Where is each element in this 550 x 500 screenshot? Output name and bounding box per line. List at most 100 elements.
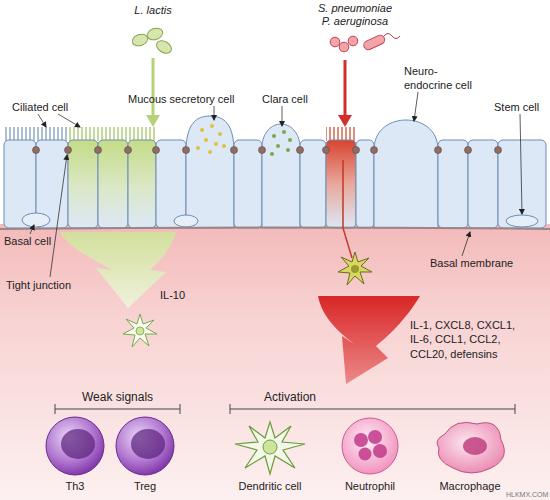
node-label: Macrophage [425, 480, 515, 493]
cilia-part [326, 127, 356, 141]
epithelial-cells-part [438, 140, 468, 228]
cilia-part [68, 127, 156, 141]
intraepithelial-dendritic-cell [338, 252, 372, 285]
entry-arrows-part [338, 115, 352, 127]
leader-lines-part [520, 114, 522, 214]
dendritic-cell-shape-part [263, 440, 277, 454]
cilia [4, 127, 356, 141]
dendritic-cell-shape-part [235, 422, 305, 474]
tight-junctions-part [65, 147, 72, 154]
macrophage-cell: Macrophage [425, 414, 515, 500]
tight-junctions-part [153, 147, 160, 154]
pathogen-group-shape-part-part [330, 37, 340, 47]
leader-lines-part [462, 232, 470, 256]
epithelial-cells-part [498, 140, 546, 228]
entry-arrows-part [152, 58, 155, 117]
tight-junctions-part [95, 147, 102, 154]
secretory-granules-part-part [286, 148, 290, 152]
tight-junctions-part [371, 147, 378, 154]
leader-lines-part [214, 106, 215, 120]
tolerance-arrow [60, 232, 176, 308]
epithelial-cells-part [262, 124, 300, 228]
neutrophil-cell-shape-part-part [368, 430, 382, 444]
submucosal-dendritic-cell-part [123, 314, 157, 347]
secretory-granules-part [270, 130, 292, 156]
leader-lines-part [58, 114, 80, 127]
structure-label: Tight junction [6, 278, 71, 292]
epithelial-cells-part [128, 140, 156, 228]
cytokine-list: IL-1, CXCL8, CXCL1, IL-6, CCL1, CCL2, CC… [410, 318, 528, 361]
dendritic-cell-shape [225, 414, 315, 478]
entry-arrows-part [146, 115, 160, 127]
entry-arrows-part [344, 60, 347, 117]
neutrophil-cell-shape [325, 414, 415, 478]
pathogen-group-shape-part [384, 34, 400, 39]
secretory-granules [196, 124, 292, 156]
leader-lines-part [30, 225, 34, 234]
dendritic-cell: Dendritic cell [225, 414, 315, 500]
secretory-granules-part-part [200, 128, 204, 132]
epithelial-cells-part [300, 140, 326, 228]
neutrophil-cell-shape-part-part [354, 433, 368, 447]
pathogen-group-shape [305, 30, 405, 58]
node-label: Dendritic cell [225, 480, 315, 493]
submucosa-tissue [0, 222, 550, 500]
watermark: HLKMX.COM [506, 490, 548, 499]
group-brackets-part [230, 404, 515, 414]
node-label: Neutrophil [325, 480, 415, 493]
epithelial-cells-part [506, 215, 538, 227]
bacterium-group-shape-part-part [131, 32, 150, 48]
tight-junctions-part [353, 147, 360, 154]
activation-arrow [318, 296, 420, 384]
cytokine-label: IL-10 [160, 288, 185, 302]
th3-cell-shape-part [61, 429, 95, 459]
intraepithelial-dendritic-cell-part [351, 265, 359, 273]
bacterium-group: L. lactis [108, 4, 198, 56]
th3-cell-shape [42, 414, 108, 478]
tight-junctions-part [125, 147, 132, 154]
bacterium-group-shape-part [131, 26, 174, 56]
leader-lines-part [414, 92, 418, 121]
node-label: Th3 [42, 480, 108, 493]
group-heading: Activation [240, 390, 340, 406]
secretory-granules-part-part [208, 150, 212, 154]
secretory-granules-part-part [204, 138, 208, 142]
secretory-granules-part [196, 124, 226, 154]
node-label: S. pneumoniae P. aeruginosa [313, 2, 397, 28]
cell-label: Ciliated cell [12, 100, 68, 114]
group-brackets [55, 404, 515, 414]
cilia-part [68, 127, 156, 141]
tight-junctions-part [297, 147, 304, 154]
tight-junctions-part [495, 147, 502, 154]
structure-label: Basal membrane [430, 256, 513, 270]
cell-label: Stem cell [494, 100, 539, 114]
leader-lines-part [50, 155, 67, 277]
th3-cell-shape-part [46, 417, 104, 475]
bacterium-group-shape [108, 20, 198, 56]
secretory-granules-part-part [288, 138, 292, 142]
th3-cell: Th3 [42, 414, 108, 500]
leader-lines-part [38, 114, 46, 127]
pathogen-group-shape-part [330, 34, 386, 52]
secretory-granules-part-part [196, 146, 200, 150]
group-brackets-part [55, 404, 180, 414]
epithelial-cells-part [156, 140, 186, 228]
epithelial-cells-part [374, 120, 438, 228]
tight-junctions-part [323, 147, 330, 154]
leader-lines-part [282, 106, 283, 126]
tight-junctions-part [465, 147, 472, 154]
epithelial-cells-part [22, 213, 50, 227]
cell-label: Clara cell [262, 92, 308, 106]
dendrite-line [343, 160, 352, 258]
neutrophil-cell-shape-part-part [359, 448, 372, 461]
tight-junctions [33, 147, 502, 154]
tight-junctions-part [183, 147, 190, 154]
neutrophil-cell-shape-part-part [373, 444, 387, 458]
secretory-granules-part-part [272, 134, 276, 138]
epithelial-cells-part [234, 140, 262, 228]
pathogen-group-shape-part-part [348, 36, 358, 46]
secretory-granules-part-part [270, 152, 274, 156]
group-heading: Weak signals [55, 390, 180, 406]
pathogen-group: S. pneumoniae P. aeruginosa [305, 2, 405, 58]
epithelial-cells-part [174, 215, 198, 227]
